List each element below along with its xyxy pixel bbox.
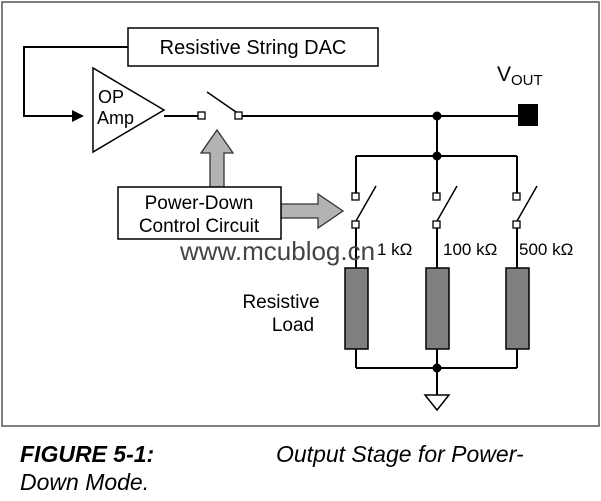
opamp-input-arrow-icon [72,110,84,122]
vout-terminal [518,104,538,126]
powerdown-control-box [117,186,282,240]
resistor-2-label: 100 kΩ [443,240,497,259]
branch-wires [355,156,518,193]
junction-dot [432,363,442,373]
control-up-arrow-icon [199,128,235,188]
figure-border [1,1,600,427]
branch-switch-1-icon [351,185,377,229]
resistor-2 [425,267,450,350]
opamp-triangle [92,66,166,154]
watermark: www.mcublog.cn [179,236,375,266]
branch-switch-3-icon [512,185,538,229]
figure-caption: FIGURE 5-1: Output Stage for Power- [20,440,524,468]
caption-title-line2: Down Mode. [20,469,150,495]
figure-number: FIGURE 5-1: [20,441,155,467]
powerdown-label-line1: Power-Down [145,193,254,214]
resistive-load-label-line1: Resistive [242,292,319,313]
branch-switch-2-icon [432,185,458,229]
control-right-arrow-icon [280,192,345,230]
dac-feedback-wire [23,46,128,117]
junction-dot [432,151,442,161]
resistor-3 [505,267,530,350]
caption-title-line1: Output Stage for Power- [276,441,524,467]
resistor-1-label: 1 kΩ [377,240,412,259]
junction-dot [432,111,442,121]
opamp-label-line2: Amp [97,108,134,128]
powerdown-label-line2: Control Circuit [139,216,260,237]
switch-to-resistor-wires [355,228,518,268]
opamp-label-line1: OP [98,87,124,107]
resistive-load-label-line2: Load [272,315,314,336]
vout-label: VOUT [497,63,543,89]
dac-label: Resistive String DAC [160,37,347,59]
dac-box [127,27,379,67]
resistor-1 [344,267,369,350]
output-switch-icon [197,91,243,120]
resistor-3-label: 500 kΩ [519,240,573,259]
ground-icon [423,394,451,412]
output-stage-diagram: VOUT Resistive String DAC OP Amp [1,1,600,427]
